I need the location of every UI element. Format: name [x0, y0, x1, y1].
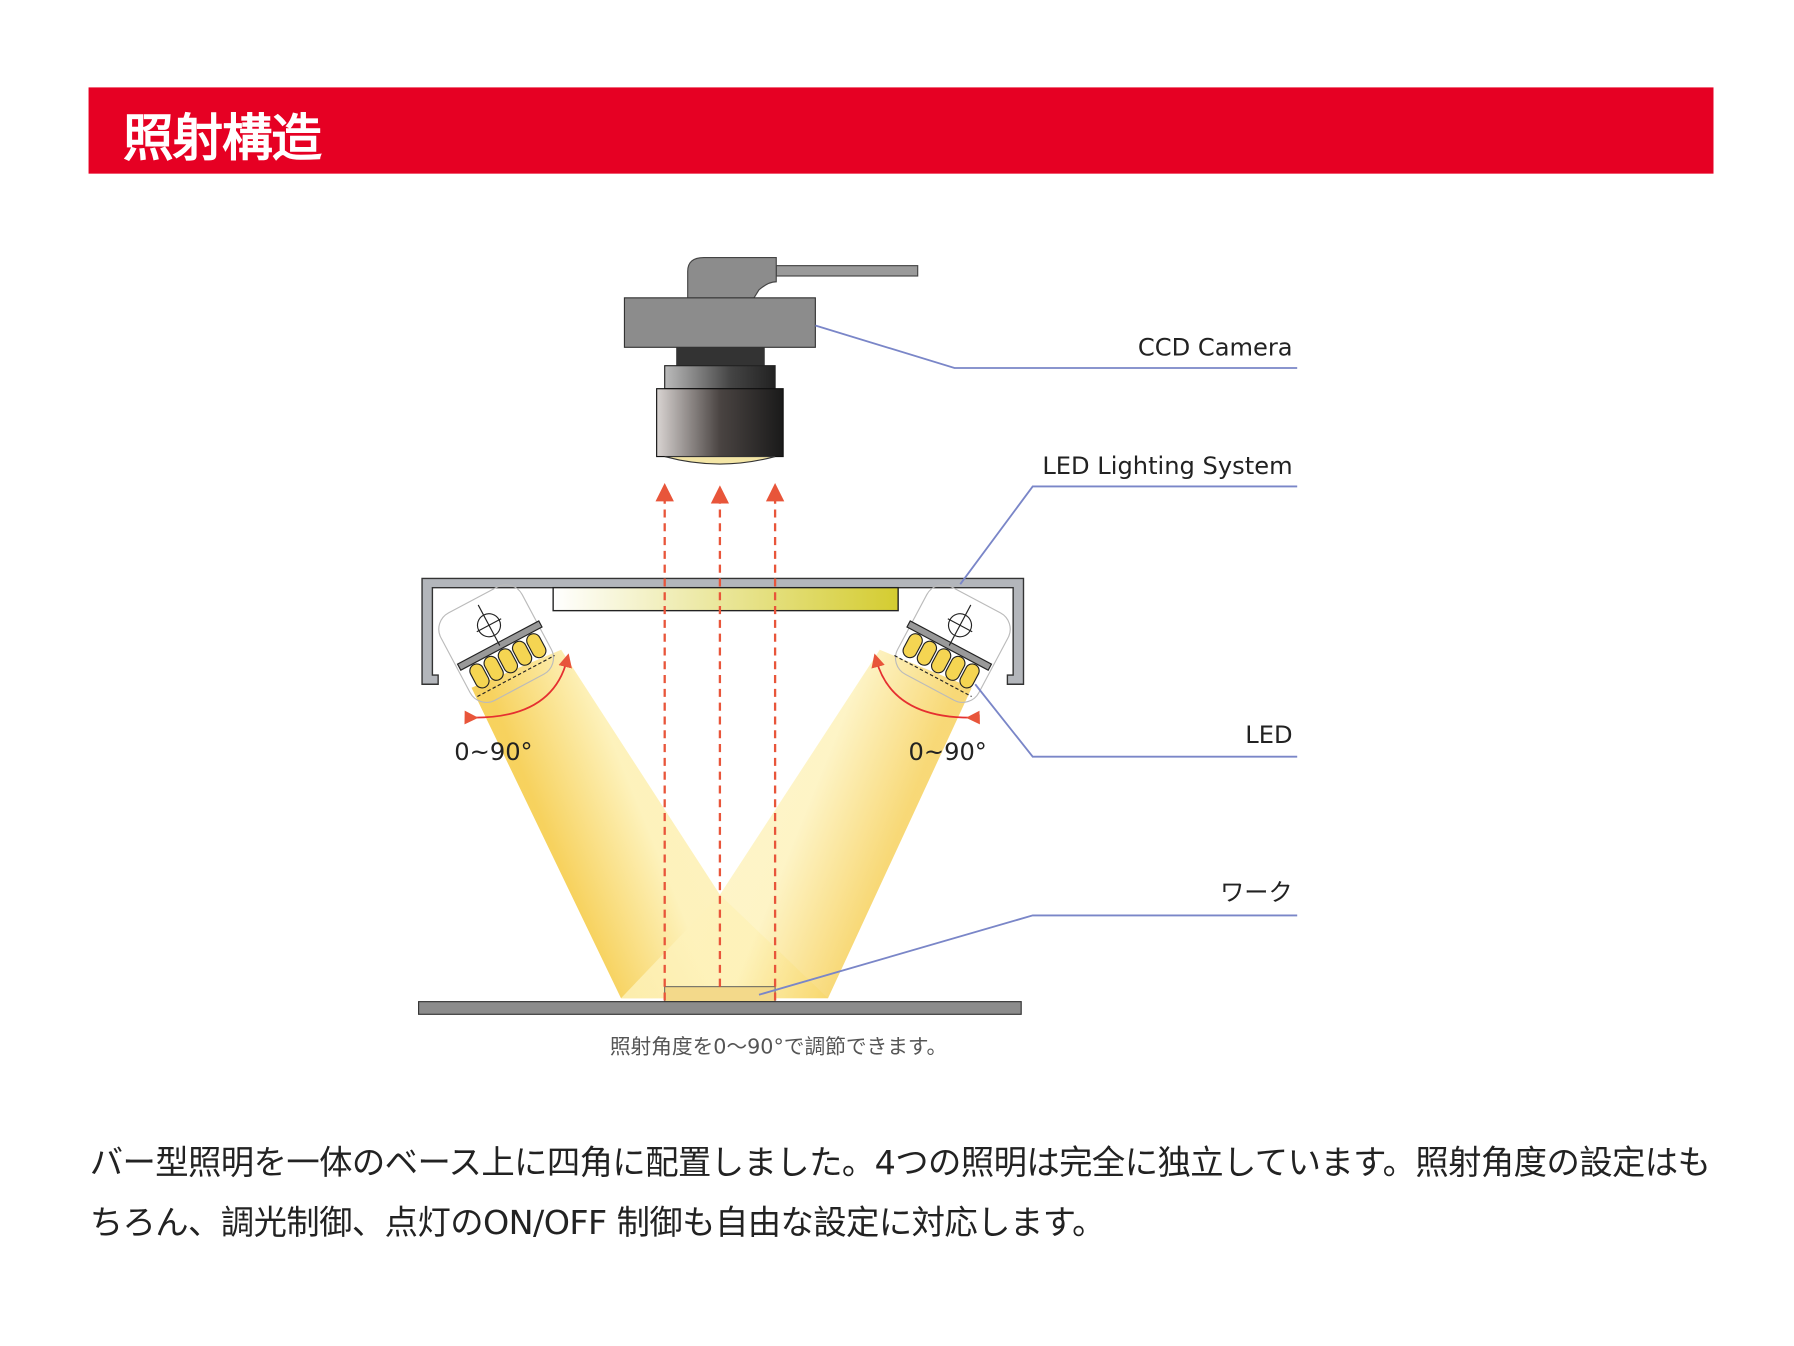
- work-piece: [664, 986, 776, 1003]
- section-header: 照射構造: [88, 87, 1714, 174]
- angle-arc-left: [464, 653, 572, 725]
- diagram-caption: 照射角度を0～90°で調節できます。: [610, 1034, 947, 1058]
- base-plate: [418, 1001, 1022, 1015]
- label-ccd-camera: CCD Camera: [1138, 333, 1293, 361]
- ccd-camera: [623, 257, 919, 465]
- label-work: ワーク: [1220, 878, 1292, 906]
- led-lighting-frame: [421, 577, 1025, 685]
- light-beam-left: [471, 649, 828, 999]
- light-beam-right: [621, 649, 972, 999]
- reflected-light-arrows: [655, 482, 785, 1001]
- label-led-lighting-system: LED Lighting System: [1042, 452, 1292, 480]
- section-title: 照射構造: [123, 109, 322, 168]
- label-led: LED: [1245, 721, 1292, 749]
- description-paragraph: バー型照明を一体のベース上に四角に配置しました。4つの照明は完全に独立しています…: [89, 1143, 1711, 1242]
- angle-label-left: 0~90°: [454, 738, 532, 766]
- angle-label-right: 0~90°: [909, 738, 987, 766]
- leader-lines: [758, 324, 1298, 996]
- angle-arc-right: [871, 653, 980, 725]
